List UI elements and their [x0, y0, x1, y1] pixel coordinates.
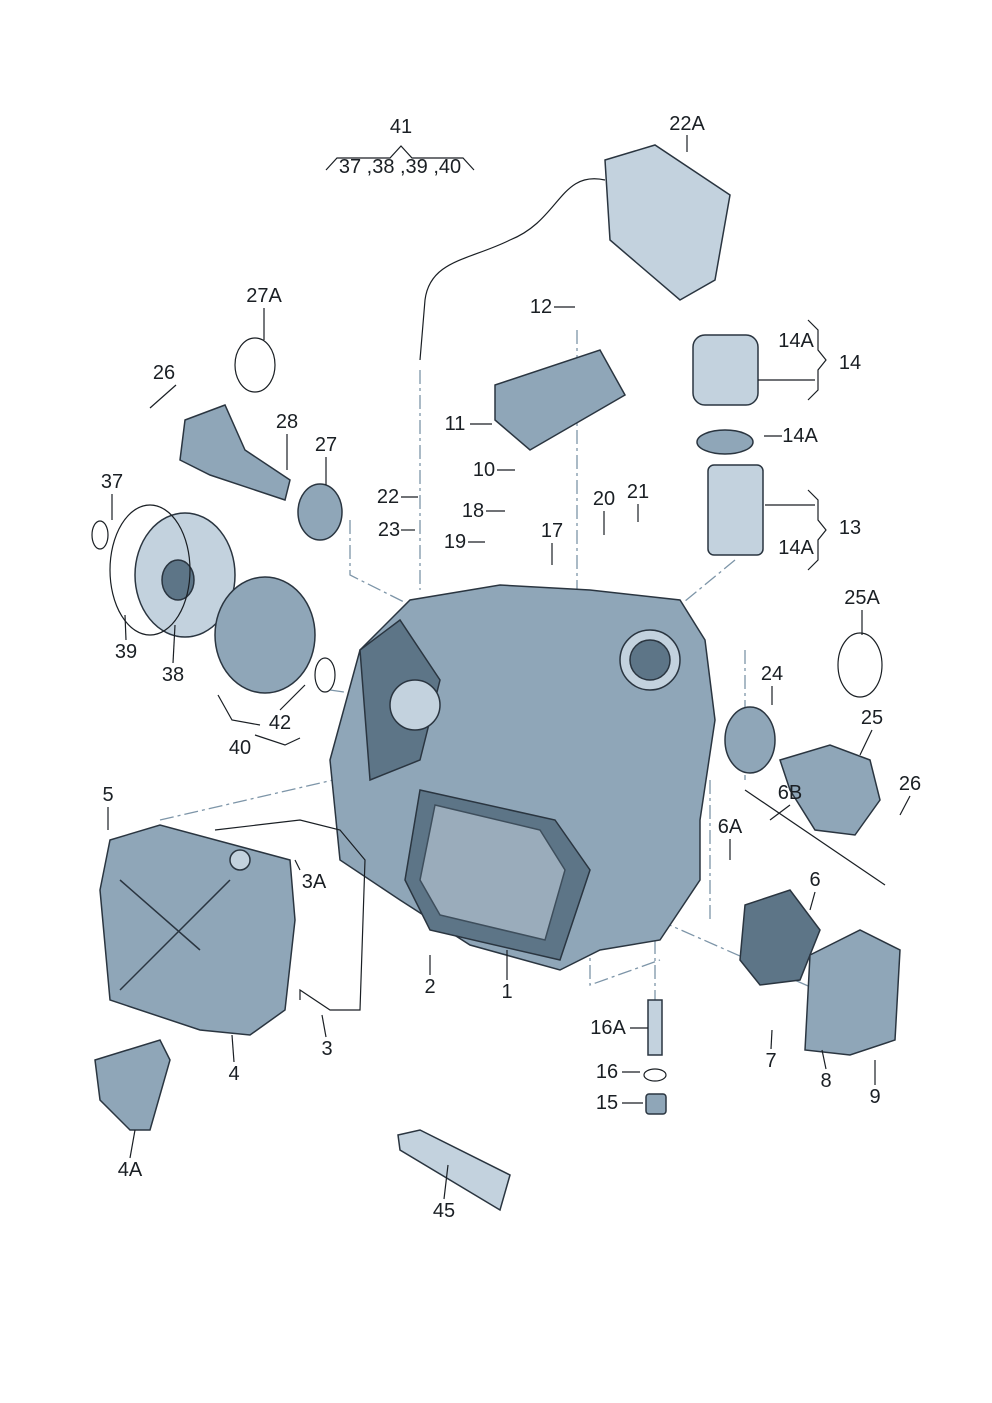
callout-5: 5 — [102, 784, 114, 806]
callout-14A: 14A — [778, 537, 814, 559]
callout-41: 41 — [389, 116, 413, 138]
filter-housing-14 — [692, 334, 764, 556]
callout-18: 18 — [461, 500, 485, 522]
callout-22A: 22A — [669, 113, 705, 135]
callout-42: 42 — [268, 712, 292, 734]
callout-6A: 6A — [717, 816, 743, 838]
callout-26: 26 — [152, 362, 176, 384]
callout-28: 28 — [275, 411, 299, 433]
callout-22: 22 — [376, 486, 400, 508]
clutch-and-flywheel — [91, 504, 336, 694]
callout-21: 21 — [626, 481, 650, 503]
side-covers — [94, 889, 901, 1212]
callout-20: 20 — [592, 488, 616, 510]
callout-4A: 4A — [117, 1159, 143, 1181]
callout-3: 3 — [321, 1038, 333, 1060]
callout-27A: 27A — [246, 285, 282, 307]
callout-45: 45 — [432, 1200, 456, 1222]
callout-37: 37 — [100, 471, 124, 493]
callout-9: 9 — [869, 1086, 881, 1108]
callout-38: 38 — [161, 664, 185, 686]
callout-14A: 14A — [782, 425, 818, 447]
callout-40: 40 — [228, 737, 252, 759]
callout-24: 24 — [760, 663, 784, 685]
callout-14: 14 — [838, 352, 862, 374]
callout-16: 16 — [595, 1061, 619, 1083]
callout-6B: 6B — [777, 782, 803, 804]
callout-15: 15 — [595, 1092, 619, 1114]
callout-25A: 25A — [844, 587, 880, 609]
mechatronic-unit-22A — [419, 144, 731, 361]
callout-8: 8 — [820, 1070, 832, 1092]
oil-pan-cover — [99, 824, 296, 1036]
callout-23: 23 — [377, 519, 401, 541]
drive-flanges — [179, 337, 886, 886]
valve-body — [404, 789, 591, 961]
callout-6: 6 — [809, 869, 821, 891]
callout-4: 4 — [228, 1063, 240, 1085]
callout-16A: 16A — [590, 1017, 626, 1039]
callout-17: 17 — [540, 520, 564, 542]
callout-2: 2 — [424, 976, 436, 998]
callout-1: 1 — [501, 981, 513, 1003]
callout-11: 11 — [444, 413, 466, 435]
callout-41-contents: 37 ,38 ,39 ,40 — [338, 156, 462, 178]
callout-26: 26 — [898, 773, 922, 795]
callout-3A: 3A — [301, 871, 327, 893]
callout-7: 7 — [765, 1050, 777, 1072]
callout-39: 39 — [114, 641, 138, 663]
callout-10: 10 — [472, 459, 496, 481]
leader-lines — [107, 135, 911, 1200]
oil-cooler-11 — [494, 349, 627, 451]
callout-13: 13 — [838, 517, 862, 539]
callout-27: 27 — [314, 434, 338, 456]
callout-12: 12 — [529, 296, 553, 318]
callout-19: 19 — [443, 531, 467, 553]
gasket-3 — [214, 819, 366, 1011]
callout-25: 25 — [860, 707, 884, 729]
callout-14A: 14A — [778, 330, 814, 352]
